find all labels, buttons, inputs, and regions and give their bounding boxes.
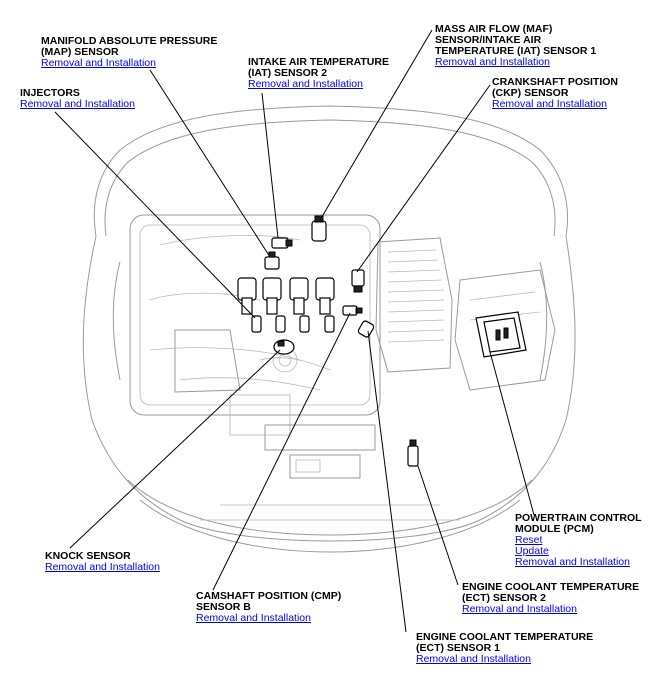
cmp-removal-link[interactable]: Removal and Installation	[196, 612, 311, 624]
label-injectors: INJECTORS Removal and Installation	[20, 88, 135, 110]
leader-lines	[54, 29, 535, 633]
injectors-part	[251, 315, 335, 333]
leader-pcm	[489, 351, 535, 516]
pcm-part	[475, 311, 527, 358]
label-ect2: ENGINE COOLANT TEMPERATURE (ECT) SENSOR …	[462, 582, 639, 615]
knock-removal-link[interactable]: Removal and Installation	[45, 561, 160, 573]
label-ect1-title-1: ENGINE COOLANT TEMPERATURE	[416, 631, 594, 643]
label-ckp-title-1: CRANKSHAFT POSITION	[492, 76, 618, 88]
label-iat2-title-1: INTAKE AIR TEMPERATURE	[248, 56, 389, 68]
label-cmp: CAMSHAFT POSITION (CMP) SENSOR B Removal…	[196, 591, 341, 624]
label-map: MANIFOLD ABSOLUTE PRESSURE (MAP) SENSOR …	[41, 36, 217, 69]
label-maf-title-3: TEMPERATURE (IAT) SENSOR 1	[435, 45, 597, 57]
vehicle-outline	[82, 105, 576, 553]
label-maf-title-2: SENSOR/INTAKE AIR	[435, 34, 542, 46]
fuse-box	[375, 237, 453, 373]
label-cmp-title-1: CAMSHAFT POSITION (CMP)	[196, 590, 342, 602]
iat2-sensor-part	[271, 237, 293, 249]
label-pcm: POWERTRAIN CONTROL MODULE (PCM) Reset Up…	[515, 513, 642, 568]
label-maf-title-1: MASS AIR FLOW (MAF)	[435, 23, 553, 35]
maf-sensor-part	[311, 215, 327, 242]
leader-injectors	[54, 111, 256, 319]
pcm-removal-link[interactable]: Removal and Installation	[515, 556, 630, 568]
label-maf: MASS AIR FLOW (MAF) SENSOR/INTAKE AIR TE…	[435, 24, 596, 68]
label-ect2-title-2: (ECT) SENSOR 2	[462, 592, 547, 604]
label-iat2: INTAKE AIR TEMPERATURE (IAT) SENSOR 2 Re…	[248, 57, 389, 90]
pcm-reset-link[interactable]: Reset	[515, 534, 543, 546]
map-sensor-part	[264, 251, 280, 270]
ignition-coils	[237, 277, 335, 315]
ect1-removal-link[interactable]: Removal and Installation	[416, 653, 531, 665]
leader-maf	[319, 29, 433, 221]
ckp-removal-link[interactable]: Removal and Installation	[492, 98, 607, 110]
ect2-removal-link[interactable]: Removal and Installation	[462, 603, 577, 615]
label-iat2-title-2: (IAT) SENSOR 2	[248, 67, 328, 79]
knock-sensor-part	[273, 339, 295, 355]
label-cmp-title-2: SENSOR B	[196, 601, 251, 613]
leader-knock	[69, 349, 281, 549]
label-ckp: CRANKSHAFT POSITION (CKP) SENSOR Removal…	[492, 77, 618, 110]
label-pcm-title-2: MODULE (PCM)	[515, 523, 594, 535]
leader-ect2	[417, 465, 459, 586]
injectors-removal-link[interactable]: Removal and Installation	[20, 98, 135, 110]
leader-ckp	[356, 84, 491, 273]
map-removal-link[interactable]: Removal and Installation	[41, 57, 156, 69]
ect1-sensor-part	[407, 439, 419, 467]
ect2-sensor-part	[357, 320, 375, 338]
engine-block	[129, 214, 381, 479]
maf-removal-link[interactable]: Removal and Installation	[435, 56, 550, 68]
label-knock-title: KNOCK SENSOR	[45, 550, 131, 562]
label-ect1-title-2: (ECT) SENSOR 1	[416, 642, 501, 654]
label-ect2-title-1: ENGINE COOLANT TEMPERATURE	[462, 581, 640, 593]
label-pcm-title-1: POWERTRAIN CONTROL	[515, 512, 642, 524]
label-ect1: ENGINE COOLANT TEMPERATURE (ECT) SENSOR …	[416, 632, 593, 665]
label-knock: KNOCK SENSOR Removal and Installation	[45, 551, 160, 573]
label-ckp-title-2: (CKP) SENSOR	[492, 87, 569, 99]
iat2-removal-link[interactable]: Removal and Installation	[248, 78, 363, 90]
label-map-title-2: (MAP) SENSOR	[41, 46, 119, 58]
leader-cmp	[212, 312, 351, 591]
leader-map	[149, 69, 271, 258]
leader-iat2	[261, 92, 279, 239]
label-map-title-1: MANIFOLD ABSOLUTE PRESSURE	[41, 35, 218, 47]
leader-ect1	[367, 330, 407, 633]
cmp-sensor-part	[342, 305, 363, 316]
label-injectors-title: INJECTORS	[20, 87, 80, 99]
pcm-update-link[interactable]: Update	[515, 545, 549, 557]
ckp-sensor-part	[351, 269, 365, 293]
